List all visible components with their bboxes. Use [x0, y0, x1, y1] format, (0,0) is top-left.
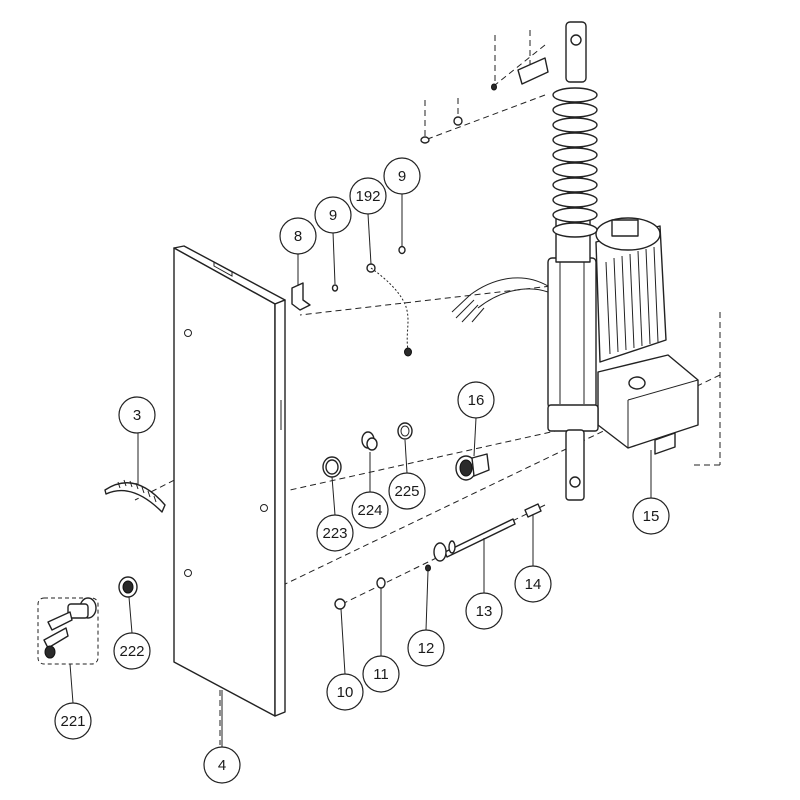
callout-11-label: 11: [373, 666, 389, 683]
callout-8: 8: [279, 217, 317, 255]
door-panel: [173, 245, 286, 717]
callout-225: 225: [388, 472, 426, 510]
callout-222: 222: [113, 632, 151, 670]
clamp-and-cable: [291, 245, 412, 357]
callout-3-label: 3: [133, 407, 141, 424]
callout-13: 13: [465, 592, 503, 630]
callout-9a-label: 9: [329, 207, 337, 224]
callout-10-label: 10: [337, 684, 354, 701]
callout-192-label: 192: [355, 188, 380, 205]
lock-assembly: [37, 576, 138, 665]
callout-224: 224: [351, 491, 389, 529]
callout-4: 4: [203, 746, 241, 784]
callout-223-label: 223: [322, 525, 347, 542]
callout-223: 223: [316, 514, 354, 552]
callout-15-label: 15: [643, 508, 660, 525]
callout-16-label: 16: [468, 392, 485, 409]
callout-9b: 9: [383, 157, 421, 195]
callout-9b-label: 9: [398, 168, 406, 185]
leader-lines: [69, 193, 652, 748]
callout-222-label: 222: [119, 643, 144, 660]
callout-192: 192: [349, 177, 387, 215]
callout-12: 12: [407, 629, 445, 667]
callout-221: 221: [54, 702, 92, 740]
wing-handle: [104, 479, 166, 513]
hardware-fasteners: [334, 83, 497, 610]
callout-11: 11: [362, 655, 400, 693]
rod-and-pin: [433, 503, 542, 562]
callout-9a: 9: [314, 196, 352, 234]
callout-221-label: 221: [60, 713, 85, 730]
callout-10: 10: [326, 673, 364, 711]
callout-14: 14: [514, 565, 552, 603]
callout-225-label: 225: [394, 483, 419, 500]
callout-3: 3: [118, 396, 156, 434]
callout-4-label: 4: [218, 757, 226, 774]
callout-8-label: 8: [294, 228, 302, 245]
motor-actuator-assembly: [451, 21, 699, 501]
callout-14-label: 14: [525, 576, 542, 593]
callout-15: 15: [632, 497, 670, 535]
callout-16: 16: [457, 381, 495, 419]
bushings: [322, 422, 413, 478]
callout-12-label: 12: [418, 640, 435, 657]
callouts: 3 4 8 9 192 9 10 11 12 13 14 15 16 221 2…: [54, 157, 670, 784]
callout-13-label: 13: [476, 603, 493, 620]
callout-224-label: 224: [357, 502, 382, 519]
adjustment-knob: [455, 453, 490, 481]
